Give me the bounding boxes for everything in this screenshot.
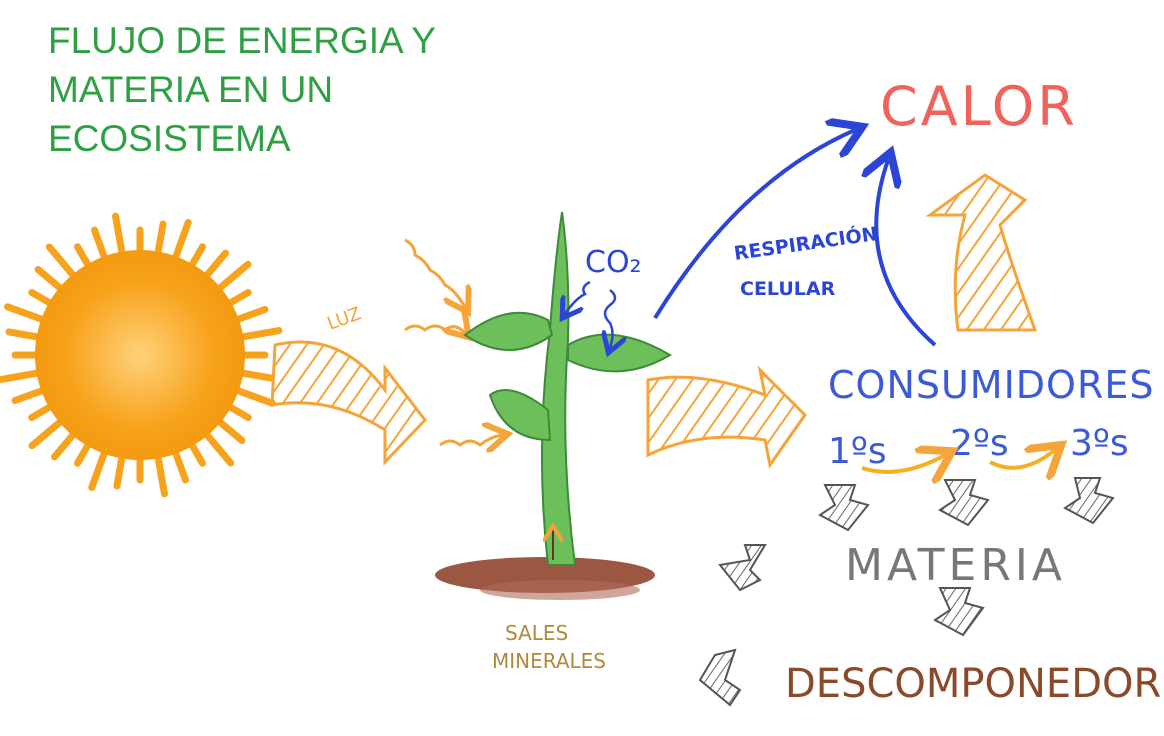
title-line-1: FLUJO DE ENERGIA Y [48,20,436,61]
energy-arrow [646,365,807,469]
cellular-label: CELULAR [740,278,836,300]
secondary-consumers-label: 2ºs [950,423,1009,464]
consumers-label: CONSUMIDORES [828,363,1155,407]
decomposers-label: DESCOMPONEDORES [785,661,1164,707]
sun-icon [0,212,283,498]
matter-label: MATERIA [845,540,1066,591]
plant-icon [463,211,672,566]
respiration-label: RESPIRACIÓN [732,221,879,265]
heat-arrow [925,173,1038,332]
respiration-arrow [653,130,855,320]
primary-consumers-label: 1ºs [828,431,887,472]
title-line-2: MATERIA EN UN [48,69,334,110]
diagram-title: FLUJO DE ENERGIA Y MATERIA EN UN ECOSIST… [48,16,436,163]
minerals-label: MINERALES [492,649,606,673]
matter-arrows [698,477,1115,707]
salts-label: SALES [505,621,568,645]
co2-label: CO₂ [585,245,642,280]
light-arrow: LUZ [270,303,427,466]
consumers-heat-arrow [876,160,937,347]
light-label: LUZ [325,303,364,334]
tertiary-consumers-label: 3ºs [1070,423,1129,464]
heat-label: CALOR [880,75,1078,138]
title-line-3: ECOSISTEMA [48,118,291,159]
light-squiggles [404,238,502,445]
